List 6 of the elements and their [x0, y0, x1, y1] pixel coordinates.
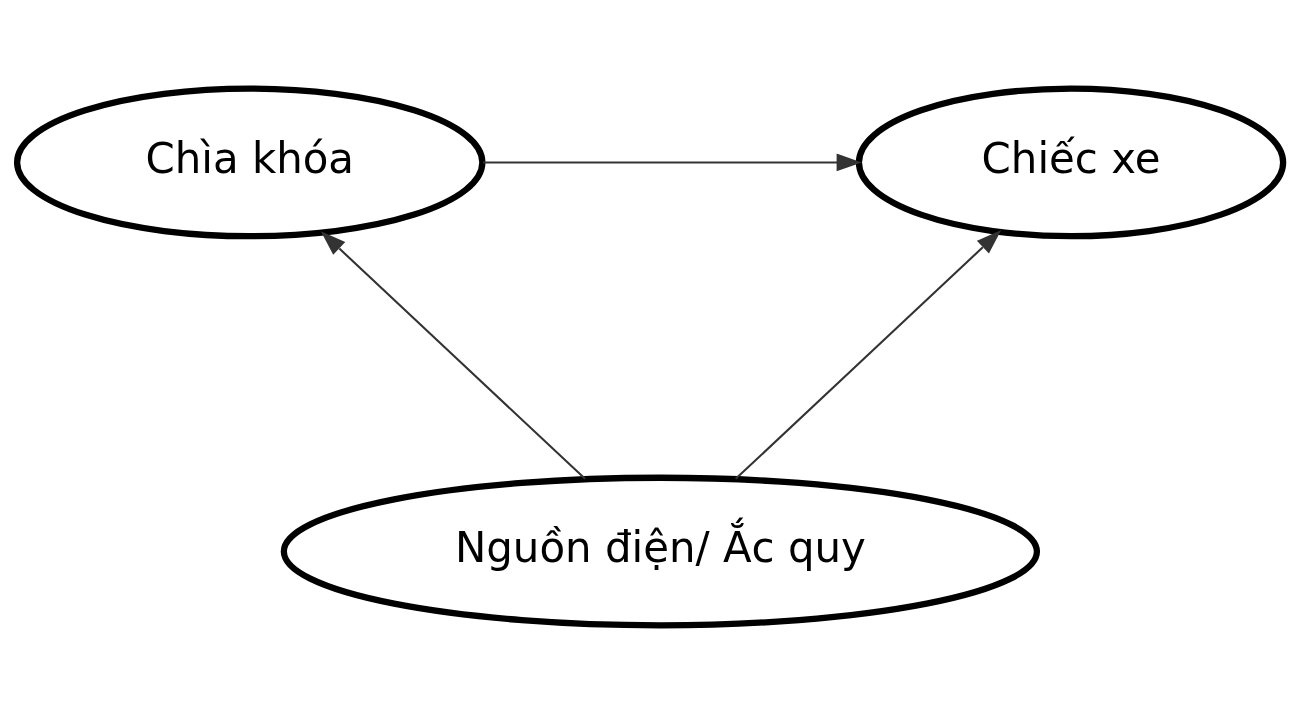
node-ellipse: Chìa khóa — [13, 85, 486, 239]
arrow — [735, 229, 1002, 480]
node-ellipse: Chiếc xe — [855, 85, 1287, 239]
arrow — [483, 153, 862, 171]
arrow — [320, 230, 586, 480]
node-ellipse: Nguồn điện/ Ắc quy — [280, 474, 1041, 628]
